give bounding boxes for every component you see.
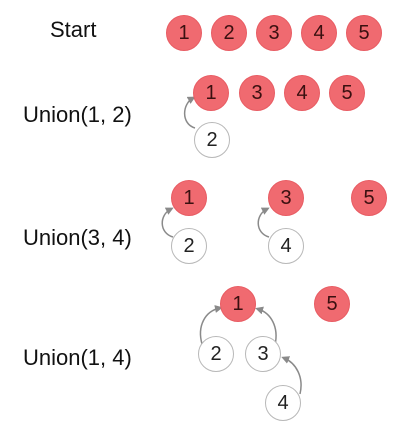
row-label-union-1-4: Union(1, 4) — [23, 345, 132, 370]
node-1: 1 — [193, 75, 229, 111]
node-2: 2 — [194, 122, 230, 158]
row-label-union-1-2: Union(1, 2) — [23, 102, 132, 127]
node-2: 2 — [171, 228, 207, 264]
edge-4-to-3 — [257, 207, 270, 238]
node-4: 4 — [265, 385, 301, 421]
node-3: 3 — [268, 180, 304, 216]
node-2: 2 — [198, 336, 234, 372]
node-3: 3 — [239, 75, 275, 111]
node-1: 1 — [166, 15, 202, 51]
node-5: 5 — [346, 15, 382, 51]
row-label-start: Start — [50, 17, 97, 42]
node-5: 5 — [351, 180, 387, 216]
node-1: 1 — [171, 180, 207, 216]
node-4: 4 — [268, 228, 304, 264]
node-3: 3 — [256, 15, 292, 51]
node-4: 4 — [301, 15, 337, 51]
edge-2-to-1 — [161, 207, 174, 238]
row-label-union-3-4: Union(3, 4) — [23, 225, 132, 250]
node-1: 1 — [220, 286, 256, 322]
node-2: 2 — [211, 15, 247, 51]
node-5: 5 — [314, 286, 350, 322]
node-4: 4 — [284, 75, 320, 111]
node-3: 3 — [245, 336, 281, 372]
node-5: 5 — [329, 75, 365, 111]
edge-2-to-1 — [183, 96, 196, 129]
